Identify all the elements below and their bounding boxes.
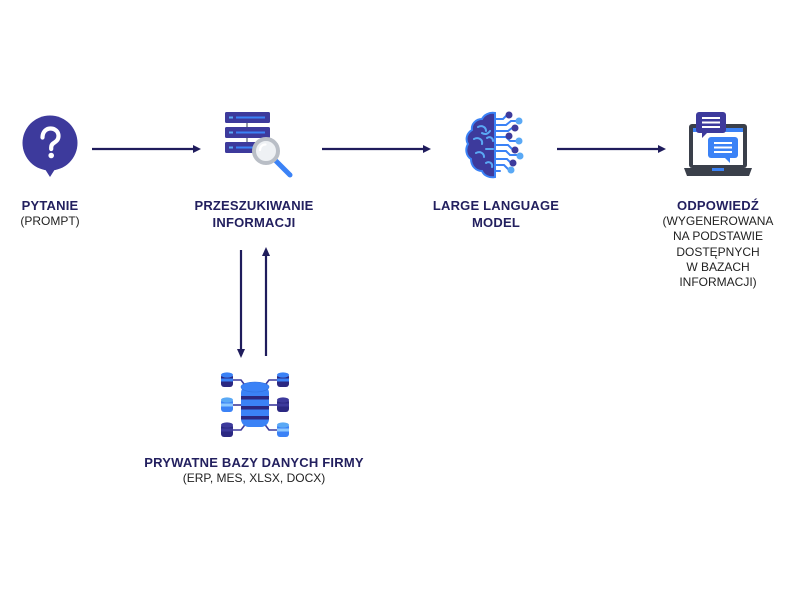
node-title-llm-line2: MODEL [472,215,520,230]
node-subtitle-prompt: (PROMPT) [20,214,80,228]
server-search-icon [225,112,293,178]
arrow-llm-to-answer [557,145,666,153]
node-title-retrieval-line2: INFORMACJI [212,215,296,230]
node-title-answer: ODPOWIEDŹ [677,198,759,213]
database-network-icon [221,372,289,437]
arrow-prompt-to-retrieval [92,145,201,153]
node-title-prompt: PYTANIE [21,198,79,213]
node-subtitle-answer-line2: NA PODSTAWIE [672,229,763,244]
node-title-llm-line1: LARGE LANGUAGE [432,198,560,213]
node-subtitle-answer-line3: DOSTĘPNYCH [676,244,760,259]
arrow-retrieval-to-databases [237,250,245,358]
brain-circuit-icon [465,111,524,179]
node-subtitle-answer-line4: W BAZACH [686,259,750,274]
node-title-retrieval-line1: PRZESZUKIWANIE [194,198,314,213]
arrow-databases-to-retrieval [262,247,270,356]
arrow-retrieval-to-llm [322,145,431,153]
laptop-chat-icon [684,112,752,176]
node-subtitle-answer-line1: (WYGENEROWANA [662,214,774,228]
node-subtitle-databases: (ERP, MES, XLSX, DOCX) [182,471,326,485]
node-subtitle-answer-line5: INFORMACJI) [679,275,757,290]
question-bubble-icon [22,115,78,177]
node-title-databases: PRYWATNE BAZY DANYCH FIRMY [144,455,364,470]
